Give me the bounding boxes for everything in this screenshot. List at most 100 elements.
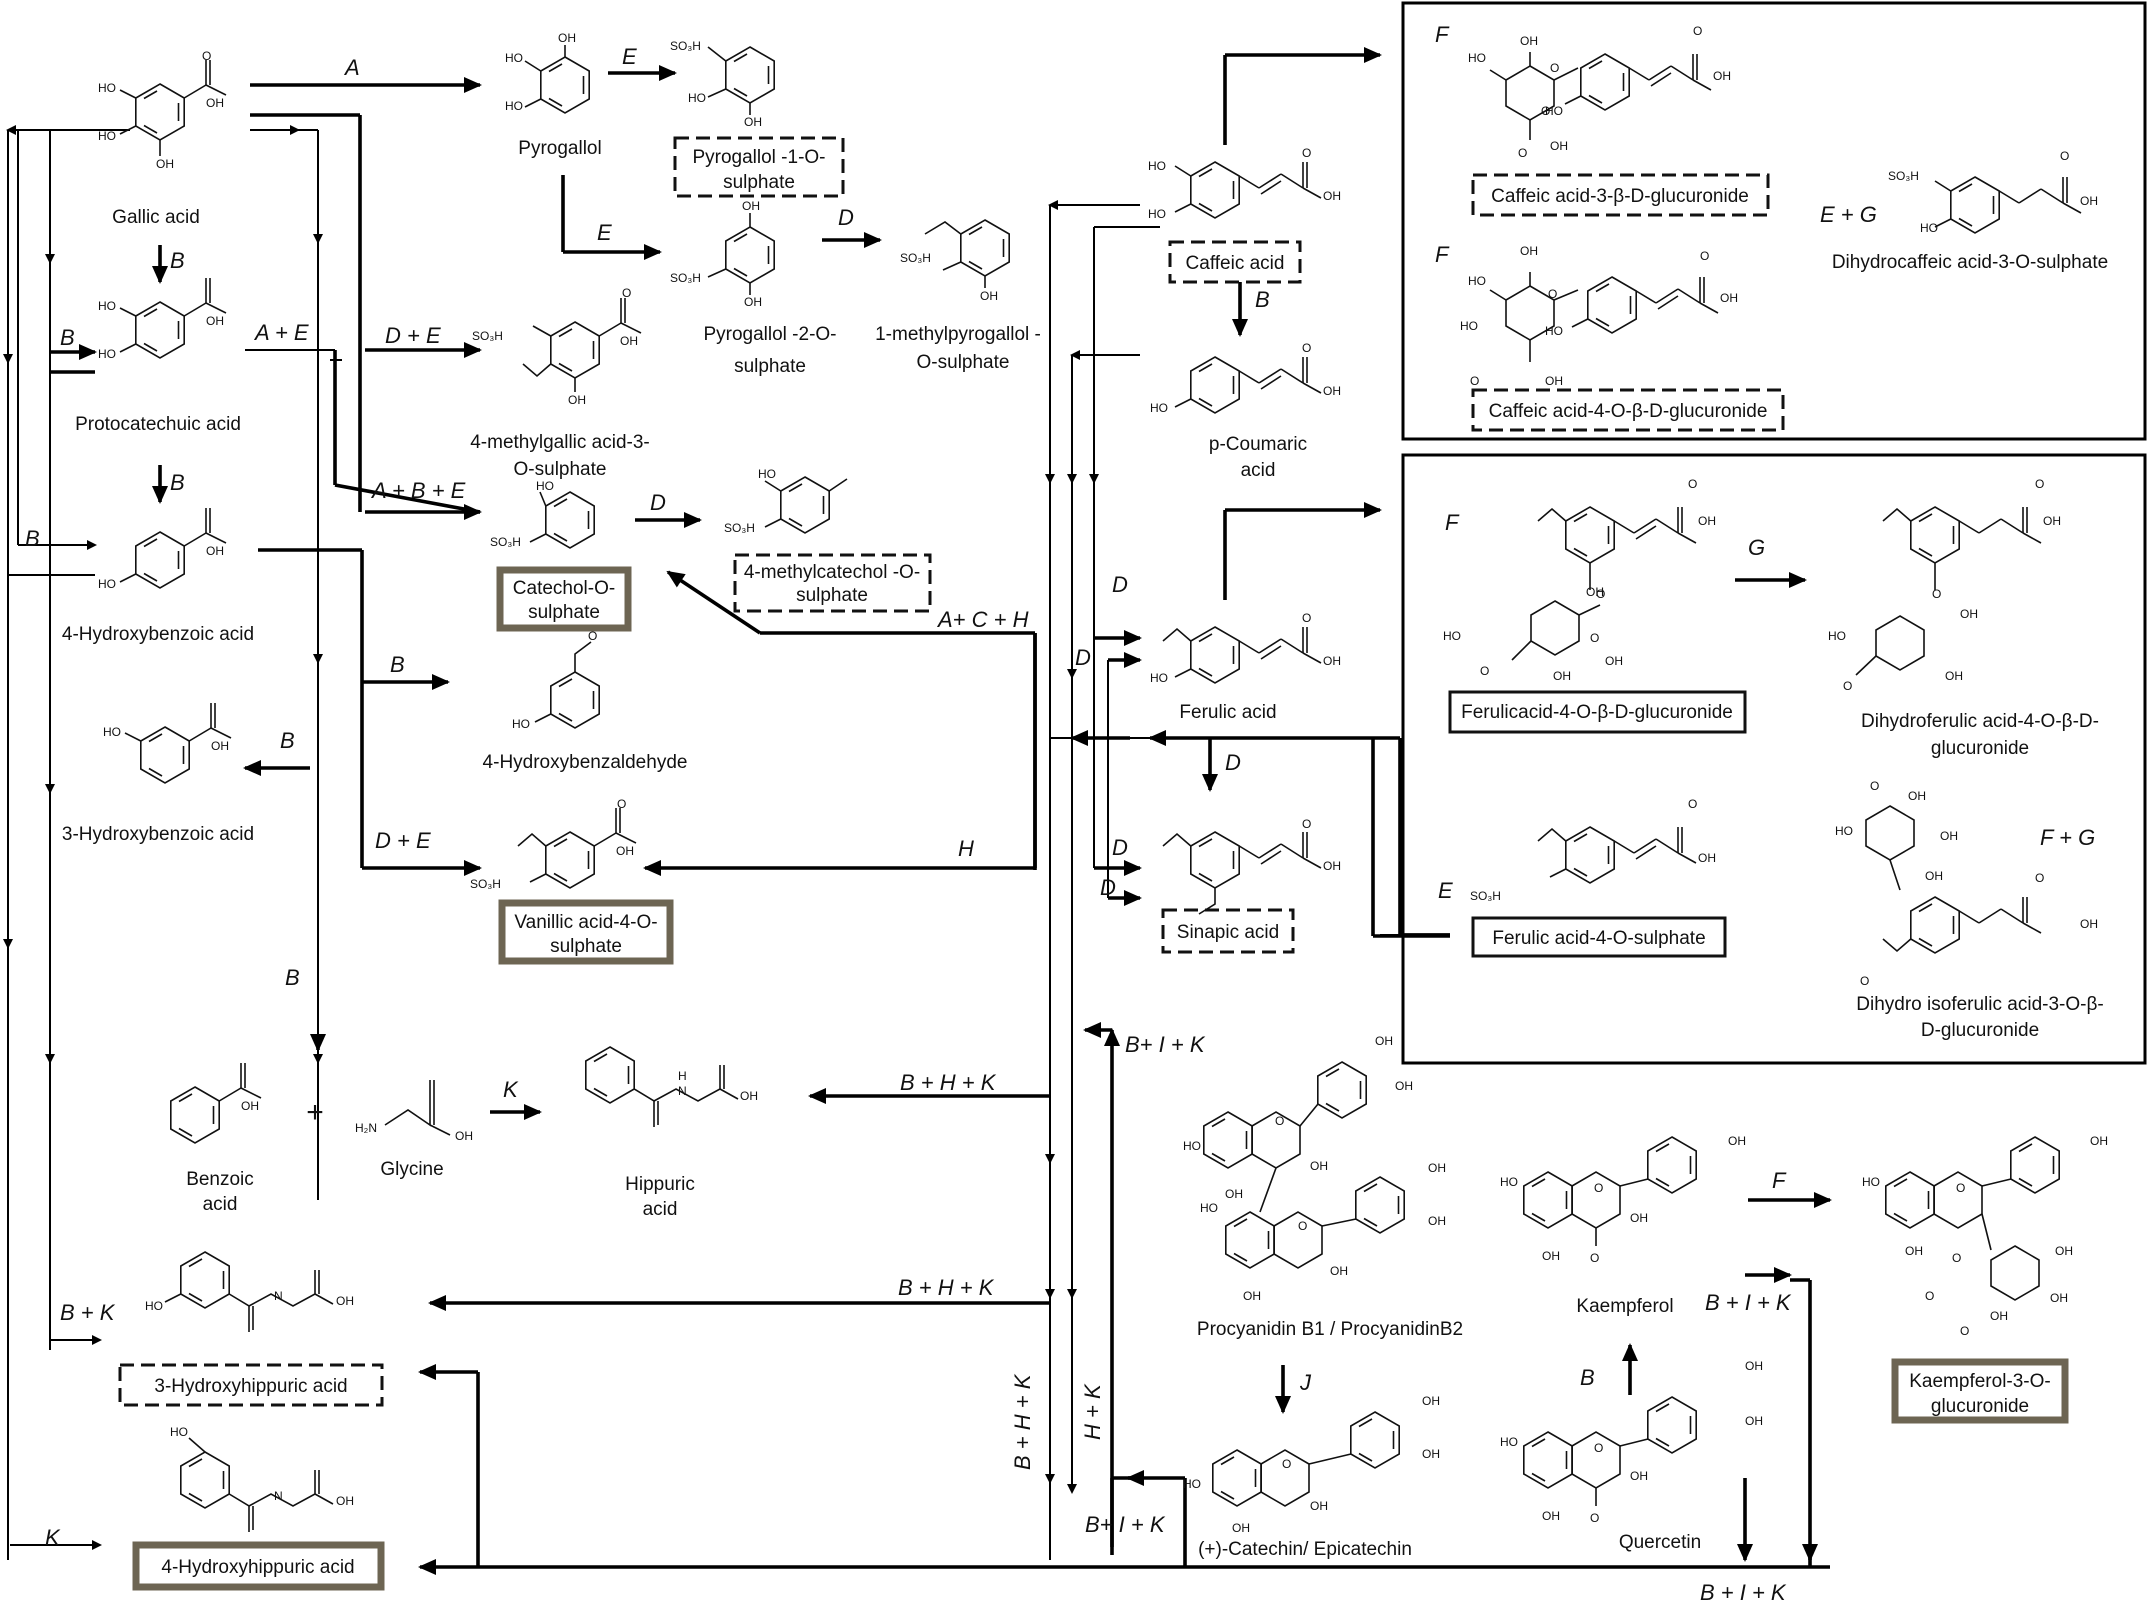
dihydrocaffeic-sulphate-label: Dihydrocaffeic acid-3-O-sulphate	[1832, 252, 2108, 273]
hydroxyhippuric-4-box	[132, 1541, 385, 1591]
pyrogallol-2-sulphate-label-2: sulphate	[734, 356, 806, 377]
atom-label: OH	[1905, 1244, 1923, 1258]
atom-label: SO₃H	[670, 39, 701, 53]
vanillic-sulphate-structure	[517, 807, 637, 889]
catechin-structure	[1212, 1411, 1400, 1507]
hydroxyhippuric-3-label: 3-Hydroxyhippuric acid	[154, 1376, 347, 1397]
quercetin-structure	[1523, 1396, 1697, 1506]
atom-label: OH	[1422, 1447, 1440, 1461]
reaction-F: F	[1435, 242, 1450, 267]
hippuric-label-2: acid	[643, 1199, 678, 1220]
caffeic-4-glucuronide-structure	[1489, 272, 1719, 362]
atom-label: HO	[145, 1299, 163, 1313]
atom-label: OH	[1232, 1521, 1250, 1535]
atom-label: OH	[1310, 1159, 1328, 1173]
kaempferol-label: Kaempferol	[1576, 1296, 1673, 1317]
atom-label: O	[588, 629, 597, 643]
atom-label: O	[1590, 1251, 1599, 1265]
hydroxybenzoic-3-structure	[124, 702, 232, 784]
atom-label: O	[1952, 1251, 1961, 1265]
atom-label: OH	[206, 96, 224, 110]
atom-label: O	[1298, 1219, 1307, 1233]
atom-label: OH	[1698, 851, 1716, 865]
caffeic-acid-structure	[1174, 161, 1322, 219]
atom-label: OH	[1698, 514, 1716, 528]
pyrogallol-2-sulphate-label: Pyrogallol -2-O-	[703, 324, 836, 345]
atom-label: HO	[1468, 51, 1486, 65]
atom-label: O	[1688, 477, 1697, 491]
atom-label: O	[1282, 1457, 1291, 1471]
atom-label: HO	[758, 467, 776, 481]
atom-label: O	[1960, 1324, 1969, 1338]
reaction-labels: A E E D B B A + E D + E B A + B + E D B …	[25, 22, 2095, 1605]
plus-sign: +	[306, 1096, 324, 1129]
atom-label: HO	[536, 479, 554, 493]
methylcatechol-label-2: sulphate	[796, 585, 868, 606]
reaction-A-E: A + E	[253, 320, 309, 345]
benzoic-label-2: acid	[203, 1194, 238, 1215]
atom-label: HO	[98, 577, 116, 591]
gallic-acid-structure	[119, 59, 227, 156]
atom-label: O	[1590, 631, 1599, 645]
hydroxyhippuric-4-structure	[180, 1437, 334, 1532]
dihydroferulic-glucuronide-structure	[1855, 506, 2042, 676]
atom-label: O	[2035, 477, 2044, 491]
ferulic-sulphate-label: Ferulic acid-4-O-sulphate	[1492, 928, 1705, 949]
atom-label: O	[622, 286, 631, 300]
atom-label: N	[274, 1289, 283, 1303]
reaction-A-C-H: A+ C + H	[936, 607, 1029, 632]
pyrogallol-1-sulphate-label: Pyrogallol -1-O-	[692, 147, 825, 168]
atom-label: O	[1302, 817, 1311, 831]
atom-label: OH	[568, 393, 586, 407]
atom-label: SO₃H	[1888, 169, 1919, 183]
atom-label: HO	[505, 51, 523, 65]
pyrogallol-2-sulphate-structure	[707, 213, 776, 295]
reaction-K: K	[45, 1525, 61, 1550]
vanillic-sulphate-label: Vanillic acid-4-O-	[514, 912, 657, 933]
atom-label: OH	[742, 199, 760, 213]
atom-label: OH	[2080, 917, 2098, 931]
atom-label: OH	[1323, 654, 1341, 668]
methylcatechol-sulphate-box	[733, 553, 932, 613]
atom-label: HO	[1920, 221, 1938, 235]
atom-label: OH	[980, 289, 998, 303]
atom-label: O	[1956, 1181, 1965, 1195]
reaction-K: K	[503, 1077, 519, 1102]
atom-label: OH	[1428, 1161, 1446, 1175]
atom-label: H₂N	[355, 1121, 377, 1135]
atom-label: HO	[1443, 629, 1461, 643]
reaction-B: B	[285, 965, 300, 990]
atom-label: OH	[241, 1099, 259, 1113]
atom-label: SO₃H	[490, 535, 521, 549]
atom-label: SO₃H	[670, 271, 701, 285]
reaction-F: F	[1445, 510, 1460, 535]
quercetin-label: Quercetin	[1619, 1532, 1701, 1553]
reaction-E: E	[1438, 878, 1453, 903]
atom-label: O	[1302, 146, 1311, 160]
atom-label: O	[1843, 679, 1852, 693]
atom-label: O	[1480, 664, 1489, 678]
methylgallic-sulphate-structure	[522, 297, 642, 392]
atom-label: OH	[1713, 69, 1731, 83]
atom-label: OH	[2050, 1291, 2068, 1305]
atom-label: OH	[1375, 1034, 1393, 1048]
atom-label: OH	[455, 1129, 473, 1143]
atom-labels: OH HO HO OH O HO HO OH HO OH HO OH OH H₂…	[98, 24, 2108, 1535]
atom-label: HO	[98, 129, 116, 143]
reaction-B-K: B + K	[60, 1300, 116, 1325]
atom-label: O	[1548, 287, 1557, 301]
reaction-B-H-K: B + H + K	[900, 1070, 997, 1095]
atom-label: HO	[1200, 1201, 1218, 1215]
reaction-F: F	[1772, 1168, 1787, 1193]
caffeic-3-glucuronide-box	[1471, 173, 1770, 217]
atom-label: N	[274, 1489, 283, 1503]
dihydroferulic-label-2: glucuronide	[1931, 738, 2029, 759]
pyrogallol-1-sulphate-label-2: sulphate	[723, 172, 795, 193]
atom-label: OH	[1940, 829, 1958, 843]
atom-label: HO	[1460, 319, 1478, 333]
atom-label: OH	[1960, 607, 1978, 621]
atom-label: OH	[2043, 514, 2061, 528]
atom-label: HO	[98, 81, 116, 95]
atom-label: HO	[512, 717, 530, 731]
atom-label: OH	[1225, 1187, 1243, 1201]
